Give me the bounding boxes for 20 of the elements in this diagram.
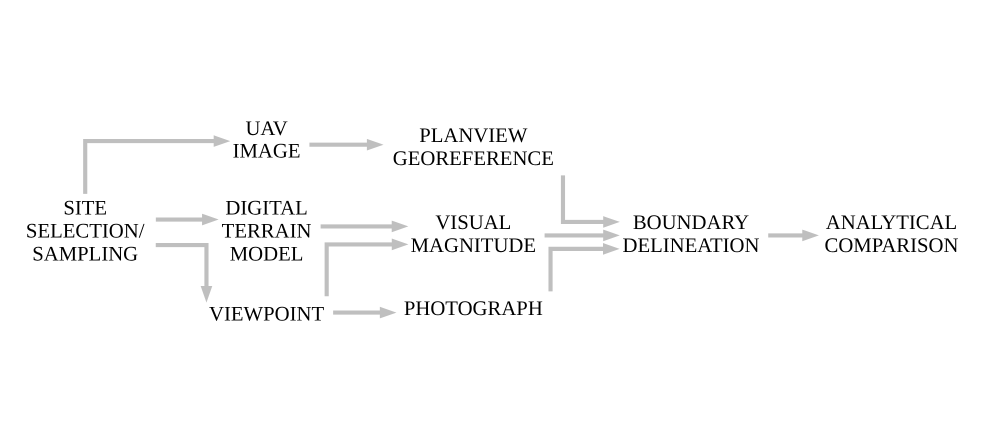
node-text: DIGITAL TERRAIN MODEL bbox=[221, 198, 311, 266]
arrow bbox=[332, 306, 396, 318]
arrow bbox=[324, 238, 408, 296]
node-text: VIEWPOINT bbox=[208, 303, 324, 326]
node-text: UAV IMAGE bbox=[232, 118, 300, 163]
arrow bbox=[308, 138, 384, 151]
node-text: ANALYTICAL COMPARISON bbox=[824, 212, 958, 257]
arrow bbox=[82, 135, 230, 194]
node-text: SITE SELECTION/ SAMPLING bbox=[25, 198, 144, 266]
node-text: VISUAL MAGNITUDE bbox=[410, 212, 536, 257]
node-text: PLANVIEW GEOREFERENCE bbox=[392, 125, 554, 170]
arrow bbox=[320, 220, 408, 232]
node-text: BOUNDARY DELINEATION bbox=[622, 212, 759, 257]
arrow bbox=[544, 230, 620, 242]
node-text: PHOTOGRAPH bbox=[403, 298, 542, 320]
arrow bbox=[768, 230, 818, 242]
arrow bbox=[155, 243, 212, 303]
arrow bbox=[560, 175, 620, 228]
arrow bbox=[155, 214, 218, 226]
arrow bbox=[548, 243, 620, 292]
